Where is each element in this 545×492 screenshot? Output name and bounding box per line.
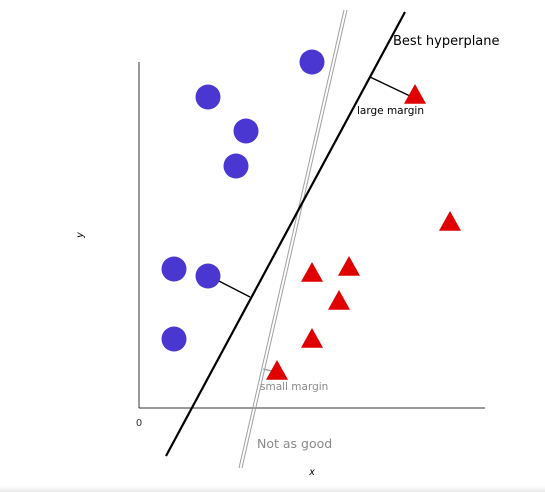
small-margin-connector — [262, 368, 273, 372]
triangle-point — [439, 211, 461, 231]
small-margin-label: small margin — [260, 381, 328, 393]
triangle-point — [328, 290, 350, 310]
triangle-point — [301, 262, 323, 282]
large-margin-connector-top — [369, 76, 411, 97]
circle-point — [233, 118, 259, 144]
y-axis-label: y — [75, 232, 86, 239]
triangle-point — [404, 84, 426, 104]
triangle-point — [266, 360, 288, 380]
triangle-points — [266, 84, 461, 380]
x-axis-label: x — [308, 467, 315, 478]
circle-point — [223, 153, 249, 179]
bottom-edge-fade — [0, 486, 545, 492]
best-hyperplane-label: Best hyperplane — [393, 34, 500, 49]
large-margin-connector-bottom — [214, 278, 251, 298]
circle-point — [299, 49, 325, 75]
large-margin-label: large margin — [357, 105, 424, 117]
origin-label: 0 — [136, 418, 142, 429]
best-hyperplane-line — [165, 11, 406, 457]
poor-hyperplane — [238, 9, 348, 469]
circle-points — [161, 49, 325, 352]
not-as-good-label: Not as good — [257, 436, 332, 451]
triangle-point — [301, 328, 323, 348]
circle-point — [161, 326, 187, 352]
circle-point — [161, 256, 187, 282]
circle-point — [195, 263, 221, 289]
circle-point — [195, 84, 221, 110]
triangle-point — [338, 256, 360, 276]
